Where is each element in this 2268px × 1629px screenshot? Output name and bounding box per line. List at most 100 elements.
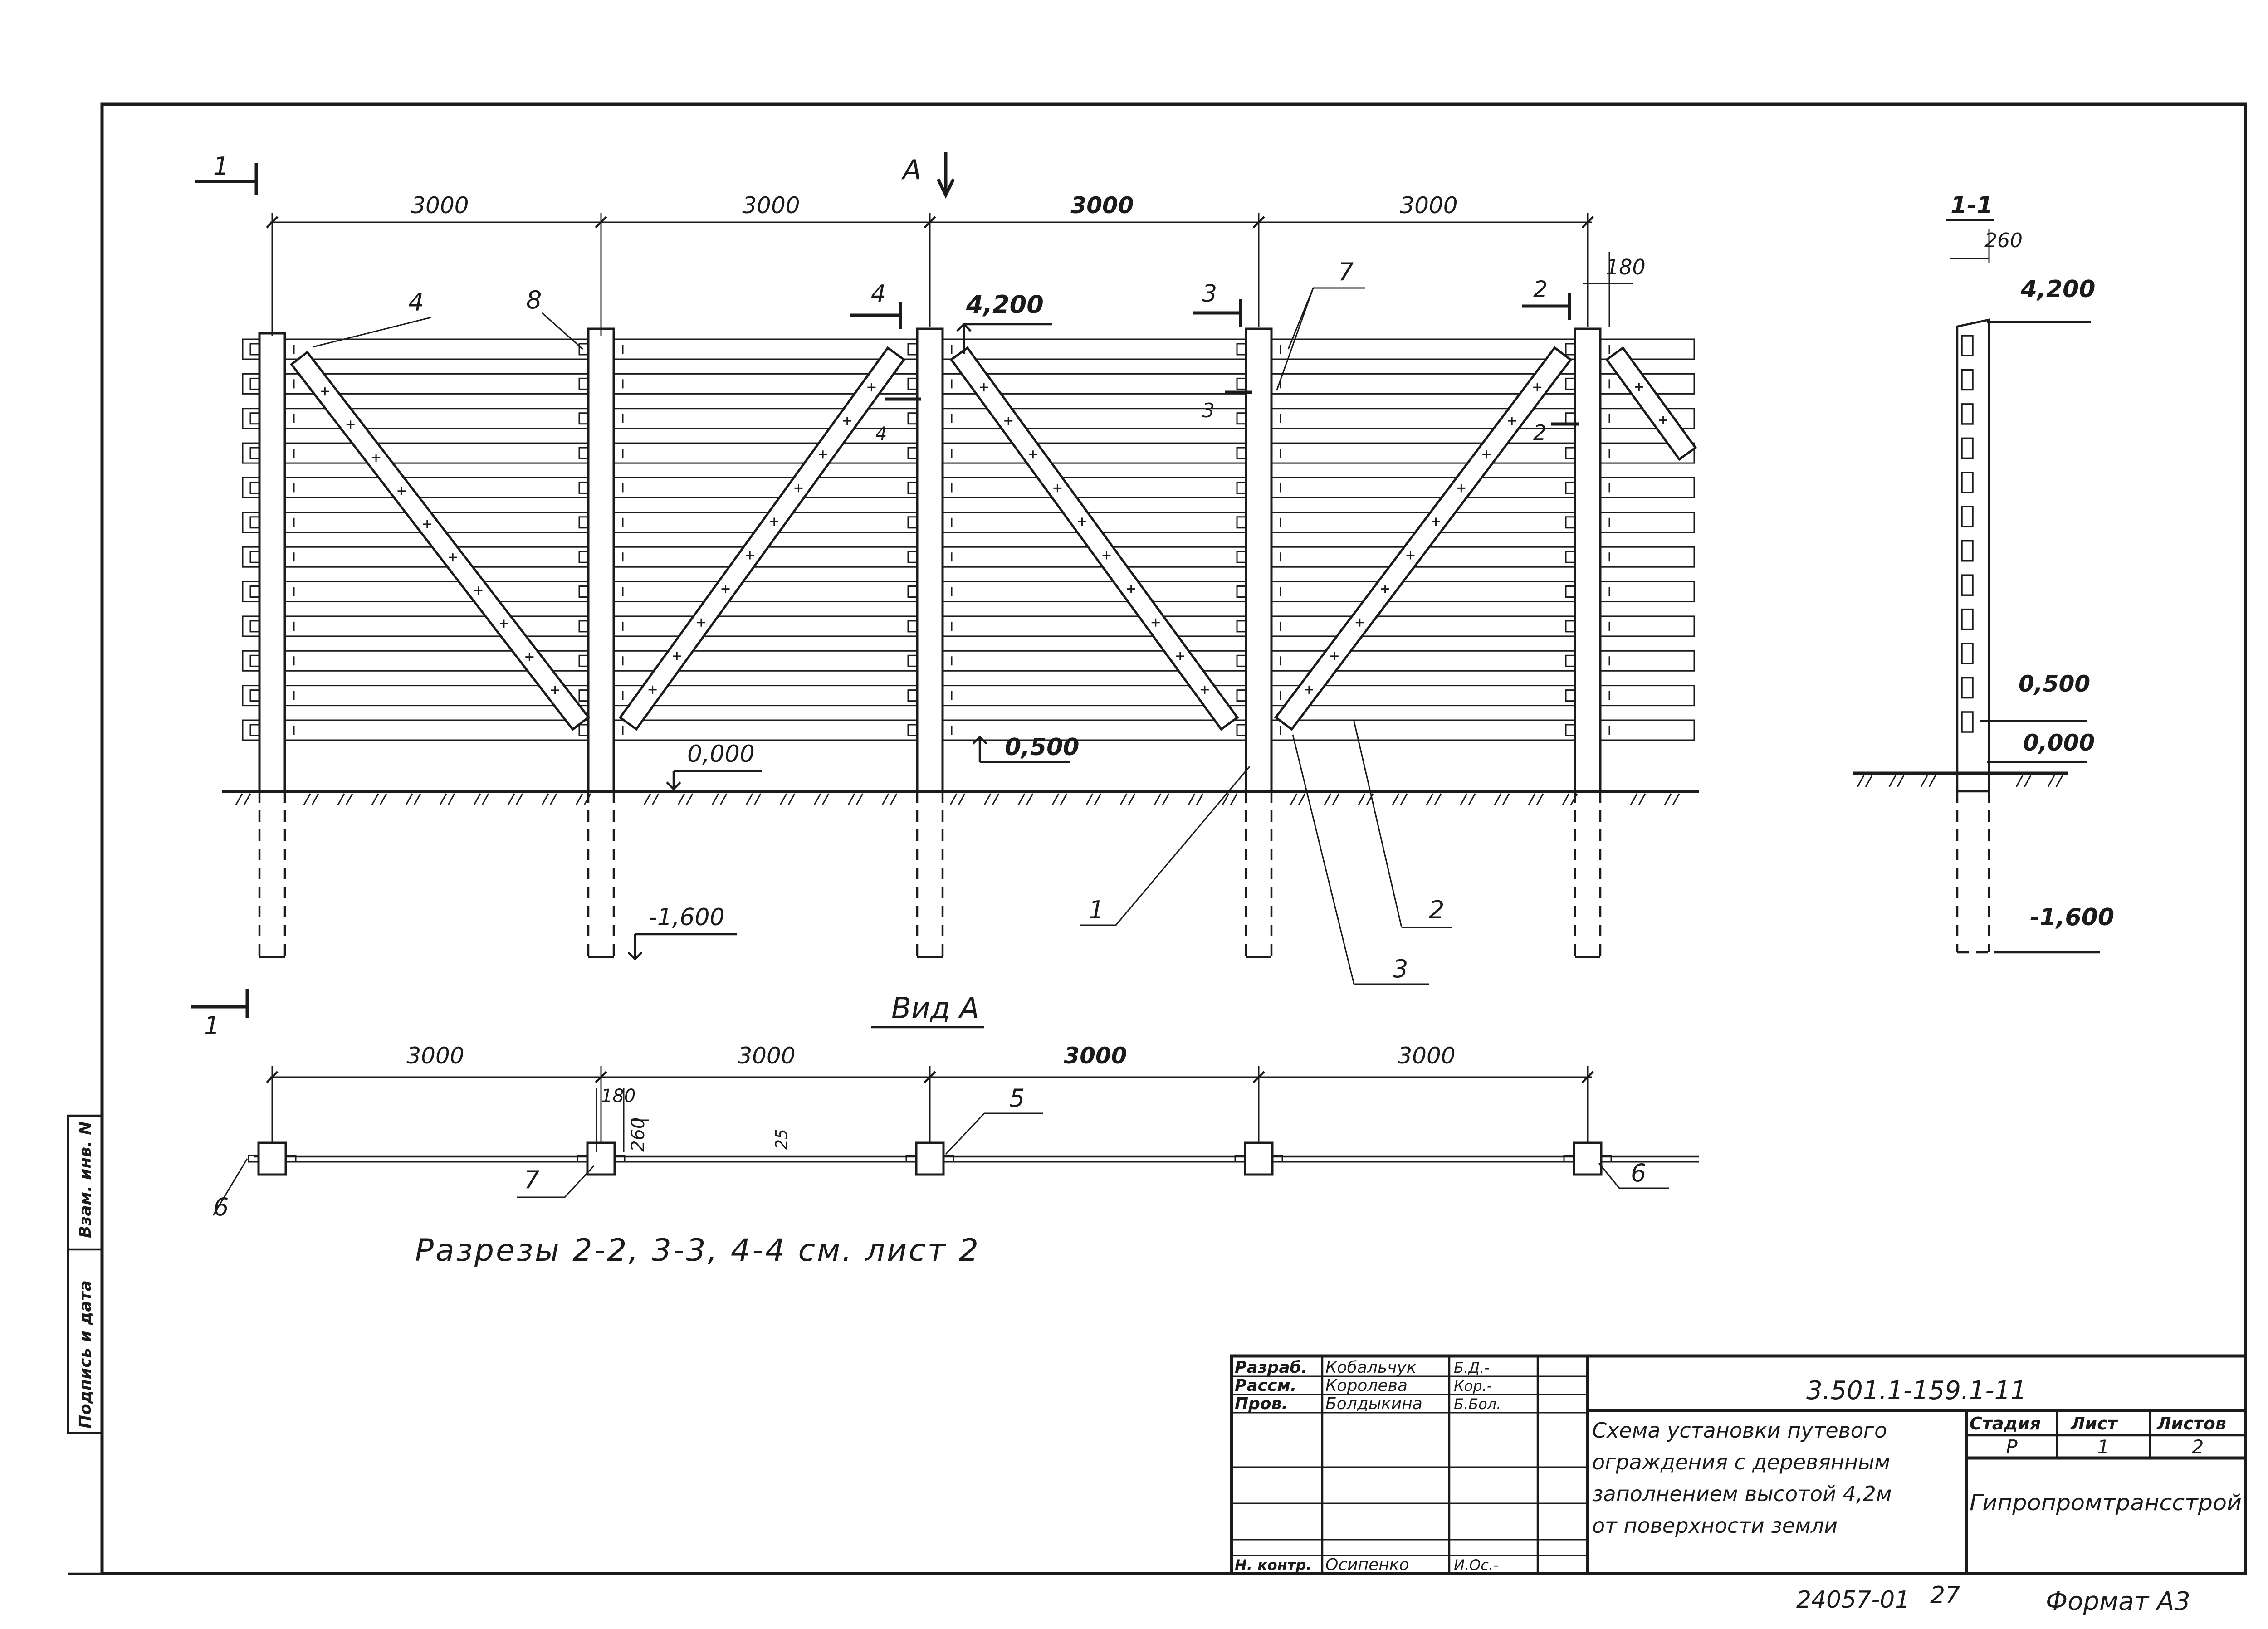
- brace-nail: [1305, 685, 1313, 694]
- sign-developer: Б.Д.-: [1454, 1359, 1490, 1376]
- elevation-top: 4,200: [956, 290, 1052, 354]
- section-marker-1-bottom: 1: [191, 989, 249, 1040]
- elevation-foot: -1,600: [627, 904, 737, 961]
- svg-text:4: 4: [408, 288, 424, 317]
- plan-callout-7: 7: [517, 1165, 595, 1198]
- ground-hatch: [541, 793, 557, 805]
- diagonal-braces: [290, 346, 1697, 731]
- ground-hatch: [1562, 793, 1578, 805]
- svg-text:25: 25: [772, 1129, 791, 1150]
- ground-hatch: [643, 793, 660, 805]
- title-block-signature-rows: Разраб. Кобальчук Б.Д.- Рассм. Королева …: [1235, 1358, 1501, 1574]
- section-board-ends: [1961, 335, 1974, 733]
- sign-reviewer: Кор.-: [1454, 1377, 1492, 1395]
- section-marker-4: 4 4: [850, 280, 921, 444]
- fence-post: [1574, 327, 1602, 793]
- svg-text:7: 7: [524, 1166, 539, 1194]
- ground-hatch: [1460, 793, 1476, 805]
- plan-bracket: [614, 1155, 626, 1163]
- role-norm-control: Н. контр.: [1235, 1556, 1312, 1574]
- ground-hatch: [1085, 793, 1102, 805]
- brace-nail: [551, 686, 559, 694]
- section-board-end: [1961, 574, 1974, 596]
- brace-nail: [423, 520, 431, 528]
- ground-hatch: [847, 793, 864, 805]
- brace-nail: [1176, 652, 1184, 660]
- svg-text:260: 260: [1984, 229, 2023, 252]
- top-dim-2: 3000: [742, 192, 800, 219]
- plan-dim-2: 3000: [738, 1043, 795, 1069]
- section-board-end: [1961, 472, 1974, 493]
- horizontal-board: [242, 581, 1695, 603]
- ground-hatch: [949, 793, 966, 805]
- section-marker-3: 3 3: [1193, 280, 1252, 422]
- title-block: Разраб. Кобальчук Б.Д.- Рассм. Королева …: [1230, 1354, 2247, 1575]
- ground-hatch: [983, 793, 1000, 805]
- callout-8: 8: [526, 286, 583, 350]
- drawing-title-line-1: Схема установки путевого: [1592, 1418, 1887, 1443]
- side-stamp: Взам. инв. N Подпись и дата: [67, 1114, 103, 1434]
- brace-nail: [372, 454, 381, 462]
- ground-hatch: [473, 793, 489, 805]
- horizontal-board: [242, 408, 1695, 429]
- diagonal-brace: [290, 351, 590, 731]
- svg-text:1: 1: [213, 152, 229, 180]
- ground-hatch: [1324, 793, 1340, 805]
- ground-hatch: [405, 793, 421, 805]
- section-board-end: [1961, 711, 1974, 733]
- horizontal-board: [242, 477, 1695, 498]
- fence-post: [258, 332, 286, 793]
- ground-hatch: [1119, 793, 1136, 805]
- name-reviewer: Королева: [1325, 1376, 1408, 1395]
- plan-dim-1: 3000: [406, 1043, 464, 1069]
- svg-text:1: 1: [1089, 896, 1104, 924]
- brace-nail: [819, 450, 827, 459]
- ground-hatch: [1630, 793, 1646, 805]
- diagonal-brace: [1605, 346, 1697, 461]
- brace-nail: [1508, 417, 1516, 425]
- ground-hatch: [1528, 793, 1544, 805]
- plan-post: [257, 1141, 287, 1176]
- section-board-end: [1961, 608, 1974, 630]
- view-a-marker: A: [901, 152, 955, 199]
- plan-bracket: [1600, 1155, 1612, 1163]
- role-developer: Разраб.: [1235, 1358, 1307, 1377]
- format-label: Формат А3: [2046, 1587, 2190, 1616]
- role-checker: Пров.: [1235, 1395, 1288, 1413]
- ground-hatch: [1664, 793, 1680, 805]
- plan-callout-6-left: 6: [212, 1158, 248, 1221]
- ground-hatch: [677, 793, 694, 805]
- svg-text:0,000: 0,000: [687, 741, 755, 768]
- ground-hatch: [813, 793, 830, 805]
- fence-post: [587, 327, 615, 793]
- ground-hatch: [1358, 793, 1374, 805]
- plan-post: [915, 1141, 945, 1176]
- brace-nail: [746, 551, 754, 560]
- plan-bracket: [1271, 1155, 1283, 1163]
- plan-post: [586, 1141, 616, 1176]
- ground-hatch: [711, 793, 728, 805]
- plan-bracket: [1234, 1155, 1246, 1163]
- ground-hatch: [575, 793, 591, 805]
- brace-nail: [346, 420, 355, 429]
- ground-hatch: [439, 793, 455, 805]
- plan-view-a: Вид А 1 3000 3000 3000 3000 180 260 25: [191, 989, 1699, 1221]
- brace-nail: [1151, 618, 1160, 627]
- svg-text:6: 6: [1631, 1159, 1646, 1187]
- section-1-1: 1-1 260 4,200 0,500 0,000 -1,600: [1853, 192, 2114, 954]
- horizontal-board: [242, 442, 1695, 464]
- ground-hatch: [235, 793, 251, 805]
- plan-dim-3: 3000: [1064, 1043, 1127, 1069]
- top-dim-4: 3000: [1400, 192, 1457, 219]
- brace-nail: [980, 383, 988, 392]
- plan-callout-6-right: 6: [1598, 1159, 1669, 1189]
- svg-text:2: 2: [1429, 896, 1444, 924]
- brace-nail: [1533, 383, 1542, 392]
- callout-4: 4: [313, 288, 431, 348]
- brace-nail: [867, 383, 876, 392]
- diagonal-brace: [618, 346, 906, 731]
- plan-posts: [248, 1141, 1612, 1176]
- ground-hatch: [1888, 775, 1905, 787]
- svg-text:260: 260: [628, 1117, 649, 1152]
- plan-dim-4: 3000: [1398, 1043, 1455, 1069]
